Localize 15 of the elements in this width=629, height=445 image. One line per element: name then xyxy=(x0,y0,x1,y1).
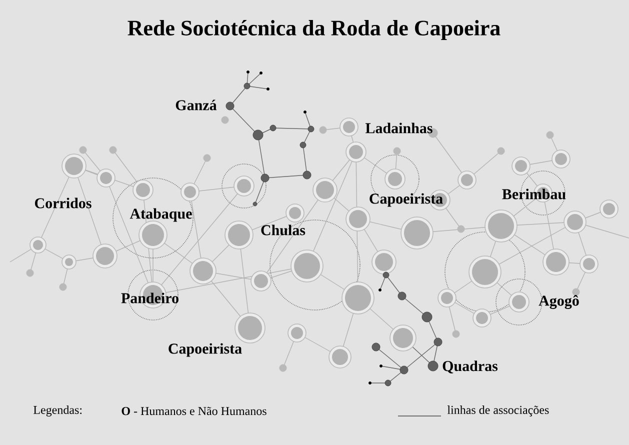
node-label: Atabaque xyxy=(130,208,192,222)
node-label: Chulas xyxy=(261,224,306,236)
node-label: Agogô xyxy=(538,295,579,309)
node-label: Quadras xyxy=(442,360,498,374)
node-label: Capoeirista xyxy=(168,343,242,357)
node-label: Corridos xyxy=(35,198,92,208)
legend-entry: O - Humanos e Não Humanos xyxy=(122,406,266,416)
legend-heading: Legendas: xyxy=(34,406,82,416)
node-label: Pandeiro xyxy=(121,292,178,304)
legend-entry: linhas de associações xyxy=(398,406,549,416)
node-label: Ladainhas xyxy=(365,122,432,134)
node-label: Capoeirista xyxy=(370,193,443,207)
node-label: Ganzá xyxy=(176,100,217,110)
node-label: Berimbau xyxy=(502,188,566,200)
title: Rede Sociotécnica da Roda de Capoeira xyxy=(128,20,500,40)
